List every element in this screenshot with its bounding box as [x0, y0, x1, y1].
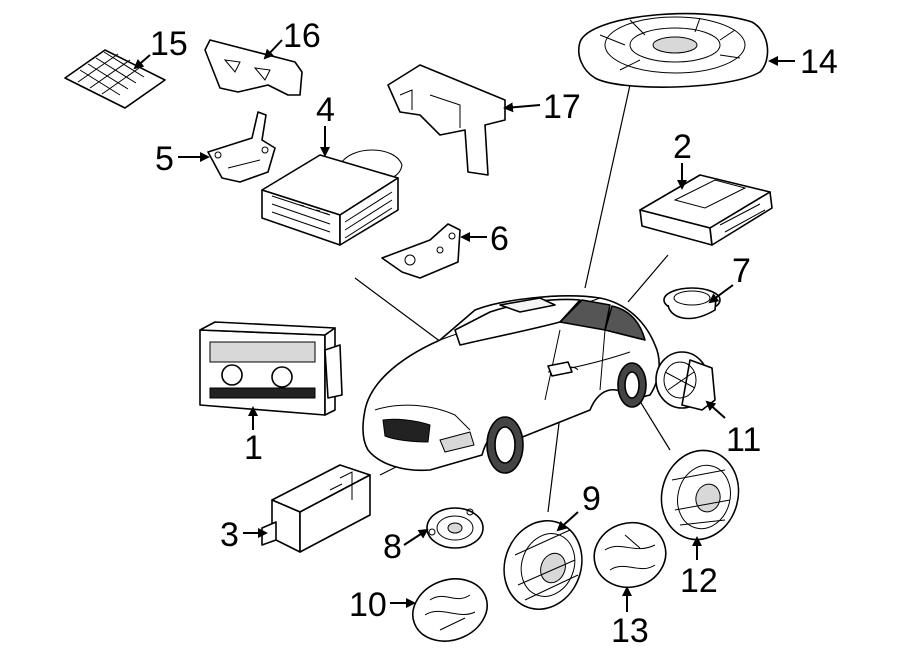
speaker-grille-right [593, 521, 667, 589]
subwoofer-enclosure [578, 12, 769, 88]
callout-11: 11 [726, 421, 761, 459]
callout-2: 2 [673, 128, 692, 166]
callout-16: 16 [283, 17, 321, 55]
callout-12: 12 [680, 562, 718, 600]
callout-10: 10 [349, 586, 387, 624]
audio-amplifier-unit [261, 149, 403, 246]
mounting-bracket-right [381, 223, 461, 279]
amplifier-module [261, 464, 371, 553]
speaker-grille-left [412, 578, 488, 642]
door-speaker-front [503, 519, 583, 611]
instruction-label [64, 49, 166, 109]
large-speaker [660, 449, 740, 541]
callout-1: 1 [244, 429, 263, 467]
callout-7: 7 [732, 252, 751, 290]
callout-5: 5 [155, 140, 174, 178]
rear-speaker-unit [655, 351, 716, 411]
amplifier-mount [387, 64, 506, 176]
callout-9: 9 [582, 480, 601, 518]
callout-15: 15 [150, 25, 188, 63]
control-module [639, 174, 773, 246]
callout-6: 6 [490, 220, 509, 258]
callout-17: 17 [543, 88, 581, 126]
callout-13: 13 [611, 612, 649, 650]
callout-labels: 1 2 3 4 5 6 7 8 9 10 11 12 13 14 15 16 1… [150, 17, 838, 650]
tweeter-speaker [663, 287, 721, 320]
speaker-bracket [204, 39, 303, 96]
mounting-bracket-left [207, 111, 276, 183]
small-speaker [426, 507, 484, 549]
callout-8: 8 [383, 528, 402, 566]
radio-control-panel [199, 321, 343, 416]
callout-4: 4 [316, 91, 335, 129]
callout-14: 14 [800, 43, 838, 81]
callout-3: 3 [220, 516, 239, 554]
callout-arrows [133, 39, 795, 612]
car-illustration [362, 295, 660, 474]
